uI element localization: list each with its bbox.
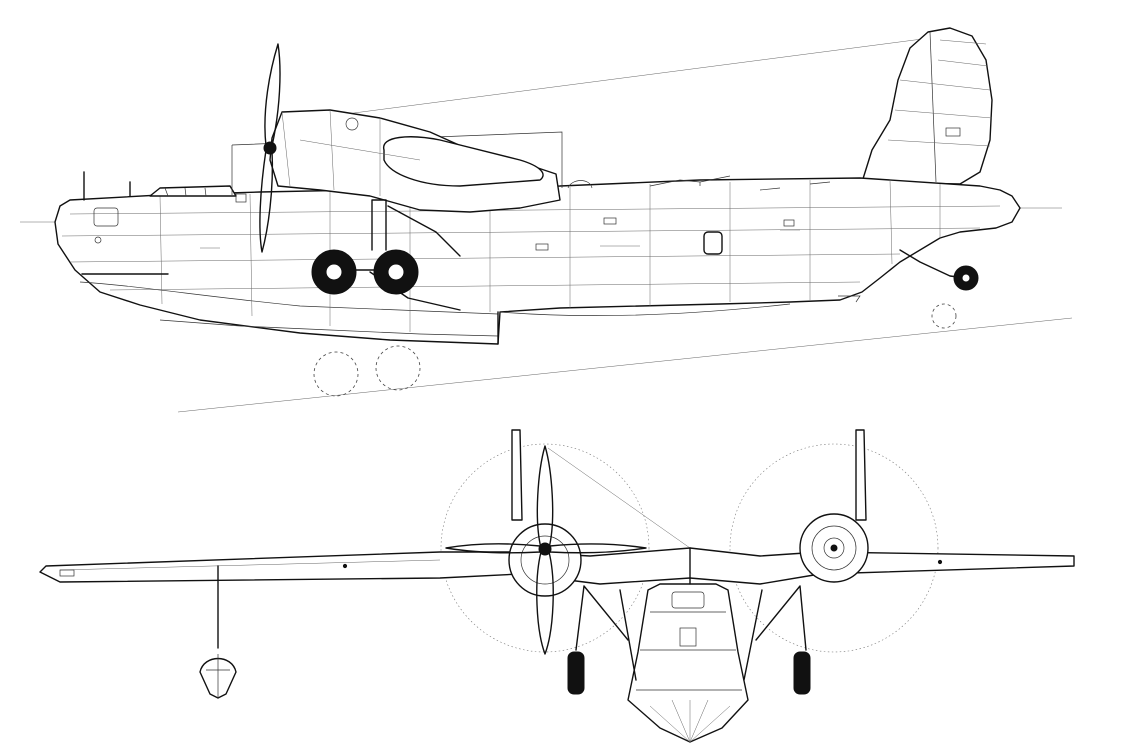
cowling-left (520, 535, 570, 585)
side-view (20, 27, 1073, 413)
dorsal-blister (567, 180, 593, 189)
vertical-fin (861, 27, 993, 185)
wheel-retracted-outline-1 (313, 351, 359, 397)
gear-leg (371, 199, 387, 251)
fin-panel-lines (887, 39, 993, 147)
propeller-blade-lower (259, 149, 274, 253)
float-details (206, 654, 230, 698)
bow-porthole (94, 236, 102, 244)
wing-left-nav-light (59, 569, 75, 577)
fin-reference-line (547, 447, 691, 549)
nacelle-scoop (345, 117, 359, 131)
left-main-wheel (567, 651, 585, 695)
cockpit-frames (164, 187, 207, 197)
front-hull-frames (636, 611, 742, 691)
wing-left-marker (342, 563, 348, 569)
left-propeller-blade-right (549, 543, 647, 554)
waterline-reference-line (177, 317, 1073, 413)
bow-window (93, 207, 119, 227)
port-window-2 (603, 217, 617, 225)
propeller-disc-right (729, 443, 939, 653)
hatch-1 (235, 193, 247, 203)
dorsal-gun-position (649, 175, 731, 187)
tail-wheel-retracted-outline (931, 303, 957, 329)
front-hatch (679, 627, 697, 647)
front-windscreen (671, 591, 705, 609)
main-wheel-rear-hub (387, 263, 405, 281)
port-window-1 (535, 243, 549, 251)
hull-keel-line (159, 319, 499, 337)
propeller-disc-left (440, 443, 650, 653)
wing-reference-line (299, 37, 931, 121)
right-gear-struts (743, 585, 807, 681)
wing-left-spar-line (59, 559, 441, 571)
cockpit-canopy (149, 185, 237, 197)
right-spinner-ring (823, 537, 845, 559)
hull (54, 177, 1021, 345)
hull-chine-line (79, 281, 499, 315)
gear-drag-strut (387, 205, 461, 257)
front-view (39, 429, 1075, 743)
propeller-spinner (263, 141, 277, 155)
nacelle-left (508, 523, 582, 597)
right-propeller-hub (830, 544, 838, 552)
main-wheel-front-hub (325, 263, 343, 281)
wing-left (39, 551, 521, 583)
port-window-3 (783, 219, 795, 227)
nacelle-panel-lines (281, 109, 421, 196)
cowling-right (811, 525, 857, 571)
fin-hatch (945, 127, 961, 137)
fin-right (855, 429, 867, 521)
rudder-hinge-line (929, 31, 937, 183)
left-propeller-hub (538, 542, 552, 556)
bow-panel-lines (649, 699, 731, 743)
hull-hatch (703, 231, 723, 255)
left-propeller-blade-left (445, 543, 541, 554)
dorsal-fittings (759, 181, 831, 191)
afterbody-line (499, 303, 791, 317)
left-gear-struts (575, 585, 637, 681)
wing-right-marker (937, 559, 943, 565)
propeller-blade-upper (264, 43, 281, 147)
fin-left (511, 429, 523, 521)
left-propeller-blade-down (536, 551, 554, 655)
rear-step-fitting (838, 295, 861, 303)
right-main-wheel (793, 651, 811, 695)
wheel-retracted-outline-2 (375, 345, 421, 391)
left-propeller-blade-up (536, 445, 554, 549)
front-hull (627, 583, 749, 743)
nacelle-fairing (383, 136, 544, 187)
tail-wheel-hub (961, 273, 971, 283)
